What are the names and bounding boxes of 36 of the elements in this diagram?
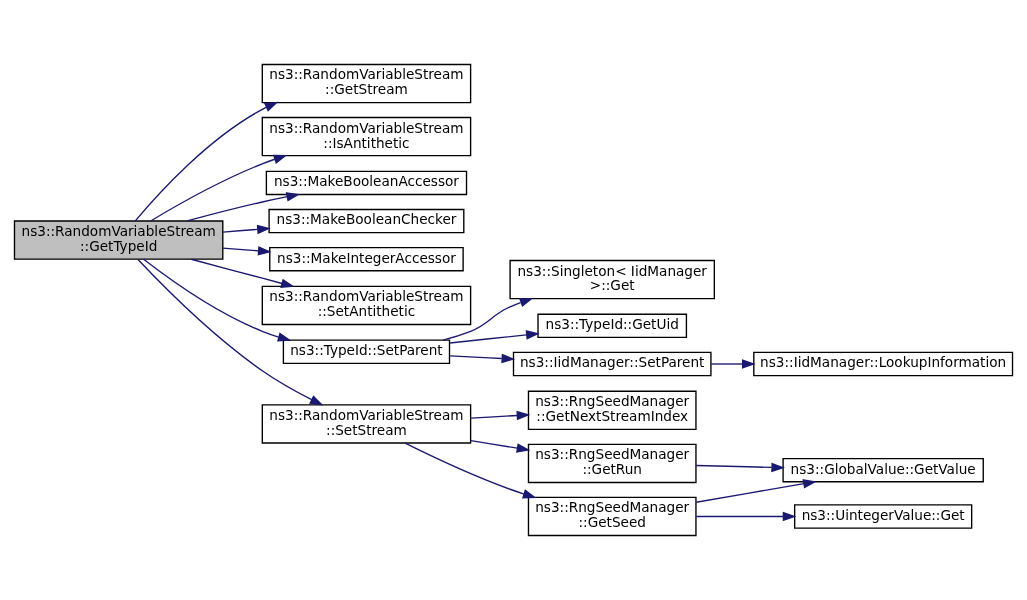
- arrow: [442, 298, 534, 341]
- node-box: ns3::MakeIntegerAccessor: [269, 246, 464, 272]
- node-box: ns3::RngSeedManager ::GetSeed: [527, 496, 697, 537]
- arrow: [190, 258, 295, 288]
- arrow: [186, 192, 301, 222]
- arrow: [404, 442, 537, 499]
- arrow: [222, 246, 272, 256]
- arrow: [695, 462, 785, 473]
- node-box: ns3::IidManager::SetParent: [512, 351, 712, 377]
- node-box: ns3::RandomVariableStream ::SetAntithetic: [261, 285, 472, 326]
- node-box: ns3::RngSeedManager ::GetRun: [527, 443, 697, 484]
- node-box: ns3::RandomVariableStream ::GetTypeId: [13, 220, 224, 260]
- arrow: [134, 101, 279, 222]
- arrow: [222, 224, 271, 235]
- arrow: [137, 258, 324, 406]
- arrow: [710, 359, 756, 369]
- node-box: ns3::TypeId::SetParent: [282, 339, 451, 364]
- arrow: [470, 439, 531, 453]
- node-box: ns3::RandomVariableStream ::GetStream: [261, 63, 472, 104]
- node-box: ns3::UintegerValue::Get: [794, 504, 973, 529]
- node-box: ns3::RandomVariableStream ::IsAntithetic: [261, 116, 472, 157]
- node-box: ns3::RandomVariableStream ::SetStream: [261, 404, 472, 444]
- node-box: ns3::IidManager::LookupInformation: [753, 351, 1014, 377]
- arrow: [470, 410, 531, 421]
- arrow: [449, 353, 516, 364]
- node-box: ns3::MakeBooleanChecker: [268, 208, 465, 234]
- arrow: [149, 154, 288, 222]
- node-box: ns3::MakeBooleanAccessor: [265, 170, 468, 196]
- arrow: [695, 511, 797, 522]
- arrow: [695, 479, 817, 503]
- node-box: ns3::GlobalValue::GetValue: [782, 457, 984, 483]
- arrow: [449, 330, 540, 344]
- node-box: ns3::Singleton< IidManager >::Get: [509, 259, 715, 300]
- node-box: ns3::TypeId::GetUid: [537, 313, 688, 339]
- node-box: ns3::RngSeedManager ::GetNextStreamIndex: [527, 390, 697, 431]
- arrow: [142, 258, 292, 342]
